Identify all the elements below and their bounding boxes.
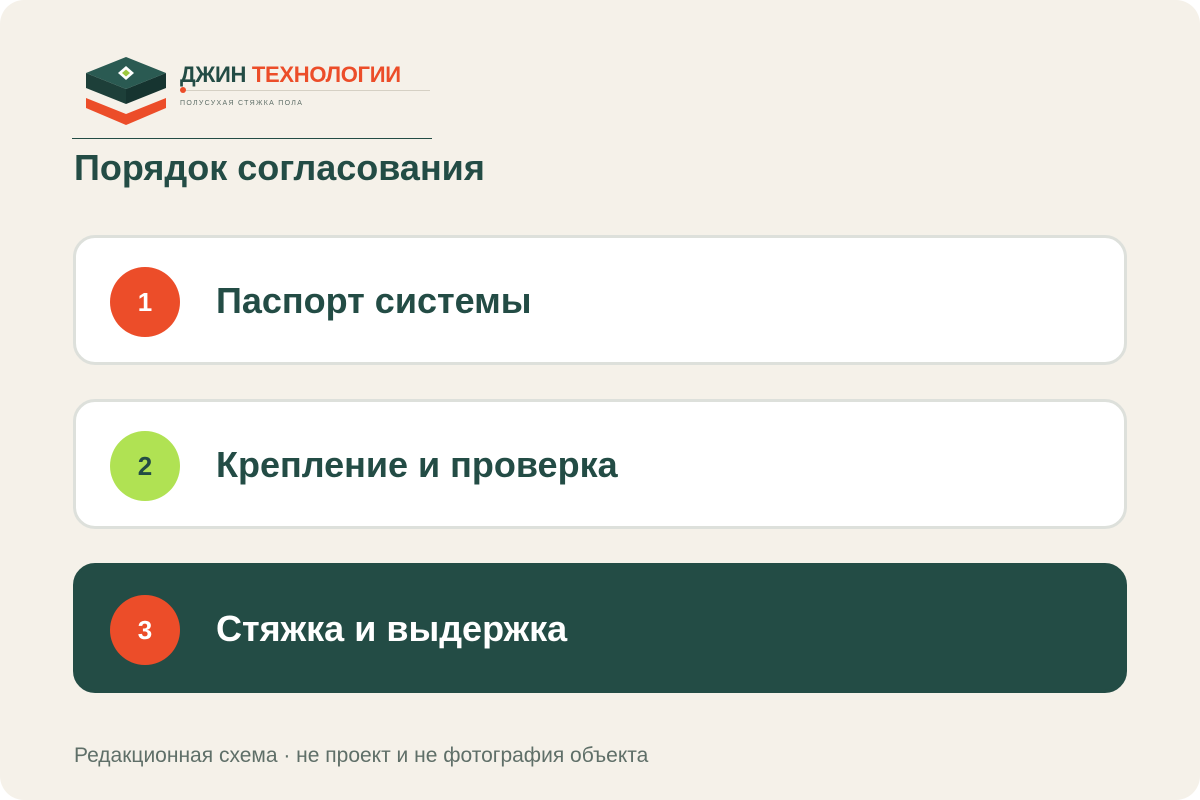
brand-tagline: ПОЛУСУХАЯ СТЯЖКА ПОЛА — [180, 100, 304, 107]
step-number-badge: 3 — [110, 595, 180, 665]
brand-divider — [180, 90, 430, 91]
brand-name-part1: ДЖИН — [180, 62, 247, 87]
step-label: Стяжка и выдержка — [216, 608, 568, 649]
step-number-badge: 2 — [110, 431, 180, 501]
layered-floor-block-icon — [86, 57, 166, 125]
step-card-3-active: 3 Стяжка и выдержка — [73, 563, 1127, 693]
page-title: Порядок согласования — [74, 147, 485, 188]
brand-logo: ДЖИН ТЕХНОЛОГИИ ПОЛУСУХАЯ СТЯЖКА ПОЛА — [84, 52, 444, 132]
footnote: Редакционная схема · не проект и не фото… — [74, 744, 649, 767]
header-divider — [72, 138, 432, 139]
step-card-1: 1 Паспорт системы — [73, 235, 1127, 365]
step-label: Паспорт системы — [216, 280, 532, 321]
step-card-2: 2 Крепление и проверка — [73, 399, 1127, 529]
brand-name-part2: ТЕХНОЛОГИИ — [251, 62, 401, 87]
step-number-badge: 1 — [110, 267, 180, 337]
brand-dot — [180, 87, 186, 93]
step-label: Крепление и проверка — [216, 444, 618, 485]
brand-name: ДЖИН ТЕХНОЛОГИИ — [180, 62, 401, 88]
